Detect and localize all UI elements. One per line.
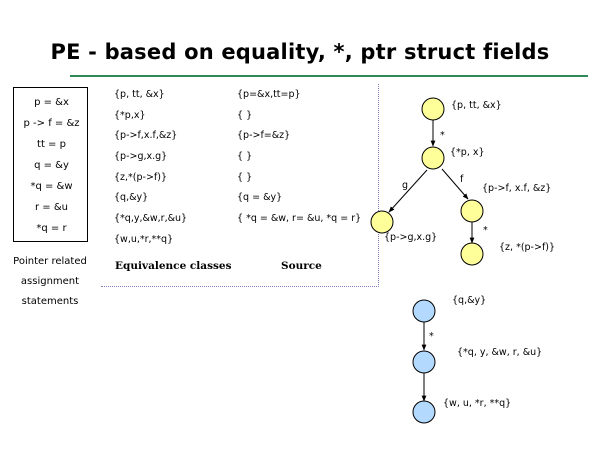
- statement-item: r = &u: [35, 202, 68, 213]
- source-header: Source: [281, 260, 322, 272]
- statement-item: tt = p: [37, 139, 66, 150]
- statements-caption-line: statements: [21, 296, 79, 307]
- graph2-node: [412, 350, 436, 374]
- graph1-node-label: {*p, x}: [450, 147, 485, 158]
- statement-item: p = &x: [34, 97, 69, 108]
- source-cell: { }: [237, 110, 253, 121]
- graph1-node: [370, 210, 394, 234]
- graph2-edge-label: *: [429, 331, 434, 342]
- source-cell: {p->f=&z}: [237, 130, 291, 141]
- equivalence-table: {p, tt, &x} {*p,x} {p->f,x.f,&z} {p->g,x…: [101, 84, 379, 287]
- graph1-node-label: {p, tt, &x}: [451, 100, 502, 111]
- equivalence-class-cell: {*q,y,&w,r,&u}: [114, 213, 188, 224]
- graph1-node: [460, 199, 484, 223]
- graph1-edge-label: *: [483, 225, 488, 236]
- equivalence-class-cell: {p, tt, &x}: [114, 89, 165, 100]
- statements-box: p = &x p -> f = &z tt = p q = &y *q = &w…: [13, 87, 88, 242]
- graph2-node-label: {*q, y, &w, r, &u}: [457, 347, 542, 358]
- source-cell: {q = &y}: [237, 192, 283, 203]
- equivalence-class-cell: {q,&y}: [114, 192, 149, 203]
- statements-caption-line: assignment: [20, 276, 80, 287]
- graph2-node-label: {w, u, *r, **q}: [443, 398, 511, 409]
- equivalence-class-cell: {p->g,x.g}: [114, 151, 168, 162]
- statements-caption-line: Pointer related: [13, 256, 87, 267]
- statement-item: q = &y: [34, 160, 69, 171]
- graph1-node-label: {p->f, x.f, &z}: [482, 183, 551, 194]
- graph1-edge-label: f: [460, 174, 464, 185]
- source-cell: { *q = &w, r= &u, *q = r}: [237, 213, 362, 224]
- graph1-node-label: {p->g,x.g}: [384, 232, 437, 243]
- graph1-node: [421, 97, 445, 121]
- equivalence-class-cell: {*p,x}: [114, 110, 146, 121]
- equivalence-class-cell: {z,*(p->f)}: [114, 172, 168, 183]
- graph1-node-label: {z, *(p->f)}: [499, 242, 555, 253]
- statement-item: *q = r: [36, 223, 67, 234]
- equivalence-class-cell: {p->f,x.f,&z}: [114, 130, 178, 141]
- graph1-node: [460, 242, 484, 266]
- graph1-edge-label: *: [440, 130, 445, 141]
- source-cell: { }: [237, 172, 253, 183]
- source-cell: {p=&x,tt=p}: [237, 89, 301, 100]
- page-title: PE - based on equality, *, ptr struct fi…: [50, 40, 550, 64]
- source-cell: { }: [237, 151, 253, 162]
- graph1-node: [421, 146, 445, 170]
- statement-item: p -> f = &z: [23, 118, 80, 129]
- equivalence-classes-header: Equivalence classes: [115, 260, 232, 272]
- graph1-edge-label: g: [402, 180, 408, 191]
- graph1-edge-g: [388, 169, 428, 213]
- graph2-node: [412, 400, 436, 424]
- graph2-node-label: {q,&y}: [452, 295, 486, 306]
- statement-item: *q = &w: [30, 181, 73, 192]
- equivalence-class-cell: {w,u,*r,**q}: [114, 234, 174, 245]
- title-underline: [70, 75, 588, 77]
- graph2-node: [412, 299, 436, 323]
- graph1-edge-f: [441, 168, 469, 200]
